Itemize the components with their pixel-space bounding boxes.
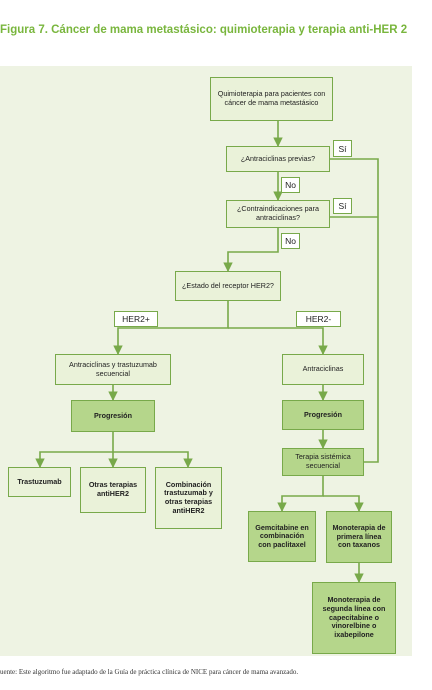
label-no-2: No (281, 233, 300, 249)
node-antra-trastuzumab: Antraciclinas y trastuzumab secuencial (55, 354, 171, 385)
label-no-1: No (281, 177, 300, 193)
label-her2-pos: HER2+ (114, 311, 158, 327)
node-q-contraindicaciones: ¿Contraindicaciones para antraciclinas? (226, 200, 330, 228)
figure-title: Figura 7. Cáncer de mama metastásico: qu… (0, 24, 408, 36)
label-her2-neg: HER2- (296, 311, 341, 327)
label-si-1: Sí (333, 140, 352, 157)
figure-source-note: uente: Este algoritmo fue adaptado de la… (0, 668, 299, 676)
node-start: Quimioterapia para pacientes con cáncer … (210, 77, 333, 121)
node-antraciclinas: Antraciclinas (282, 354, 364, 385)
node-progresion-right: Progresión (282, 400, 364, 430)
node-combinacion: Combinación trastuzumab y otras terapias… (155, 467, 222, 529)
node-monoterapia-1: Monoterapia de primera línea con taxanos (326, 511, 392, 563)
node-terapia-sistemica: Terapia sistémica secuencial (282, 448, 364, 476)
node-monoterapia-2: Monoterapia de segunda línea con capecit… (312, 582, 396, 654)
label-si-2: Sí (333, 198, 352, 214)
node-otras-terapias: Otras terapias antiHER2 (80, 467, 146, 513)
node-trastuzumab: Trastuzumab (8, 467, 71, 497)
node-q-her2: ¿Estado del receptor HER2? (175, 271, 281, 301)
node-q-antraciclinas: ¿Antraciclinas previas? (226, 146, 330, 172)
node-progresion-left: Progresión (71, 400, 155, 432)
node-gemcitabine: Gemcitabine en combinación con paclitaxe… (248, 511, 316, 562)
